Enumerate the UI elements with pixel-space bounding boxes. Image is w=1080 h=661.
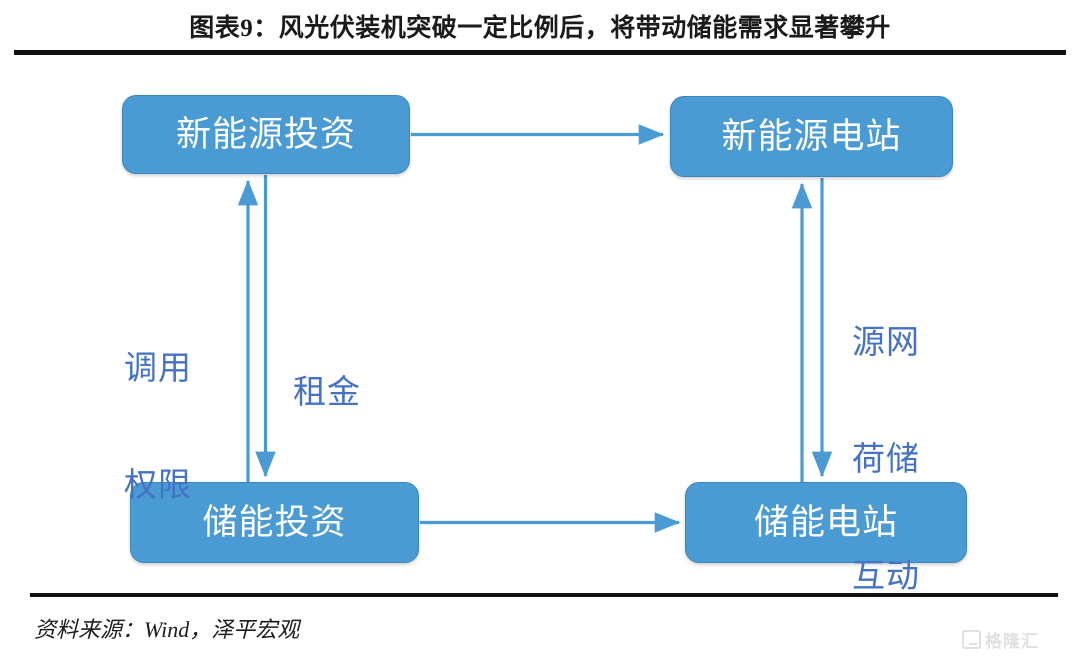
gelonghui-logo-icon — [962, 630, 981, 649]
node-label: 新能源投资 — [175, 115, 356, 154]
node-label: 新能源电站 — [721, 117, 902, 156]
node-new-energy-investment[interactable]: 新能源投资 — [122, 95, 410, 174]
figure-title-bar: 图表9：风光伏装机突破一定比例后，将带动储能需求显著攀升 — [0, 0, 1080, 52]
watermark: 格隆汇 — [962, 627, 1039, 652]
title-divider-rule — [14, 50, 1066, 55]
diagram-canvas: 新能源投资 新能源电站 储能投资 储能电站 调用 权限 租金 源网 荷储 互动 — [0, 55, 1080, 594]
watermark-label: 格隆汇 — [985, 632, 1039, 651]
edge-label-line: 源网 — [852, 322, 920, 360]
node-label: 储能电站 — [753, 503, 898, 542]
edge-label-dispatch-right: 调用 权限 — [124, 271, 192, 583]
edge-label-line: 租金 — [293, 372, 361, 410]
edge-label-rent: 租金 — [293, 295, 361, 490]
page-title: 图表9：风光伏装机突破一定比例后，将带动储能需求显著攀升 — [189, 15, 891, 42]
node-new-energy-plant[interactable]: 新能源电站 — [670, 96, 953, 177]
node-storage-investment[interactable]: 储能投资 — [130, 482, 419, 563]
edge-label-line: 荷储 — [852, 439, 920, 477]
footer-divider-rule — [30, 593, 1058, 597]
edge-label-source-grid-load-storage: 源网 荷储 互动 — [852, 245, 920, 661]
edge-label-line: 调用 — [124, 348, 192, 386]
diagram-connectors — [237, 124, 833, 533]
node-storage-plant[interactable]: 储能电站 — [685, 482, 967, 563]
edge-label-line: 互动 — [852, 556, 920, 594]
source-note: 资料来源：Wind，泽平宏观 — [34, 617, 300, 642]
edge-label-line: 权限 — [124, 465, 192, 503]
node-label: 储能投资 — [202, 503, 347, 542]
